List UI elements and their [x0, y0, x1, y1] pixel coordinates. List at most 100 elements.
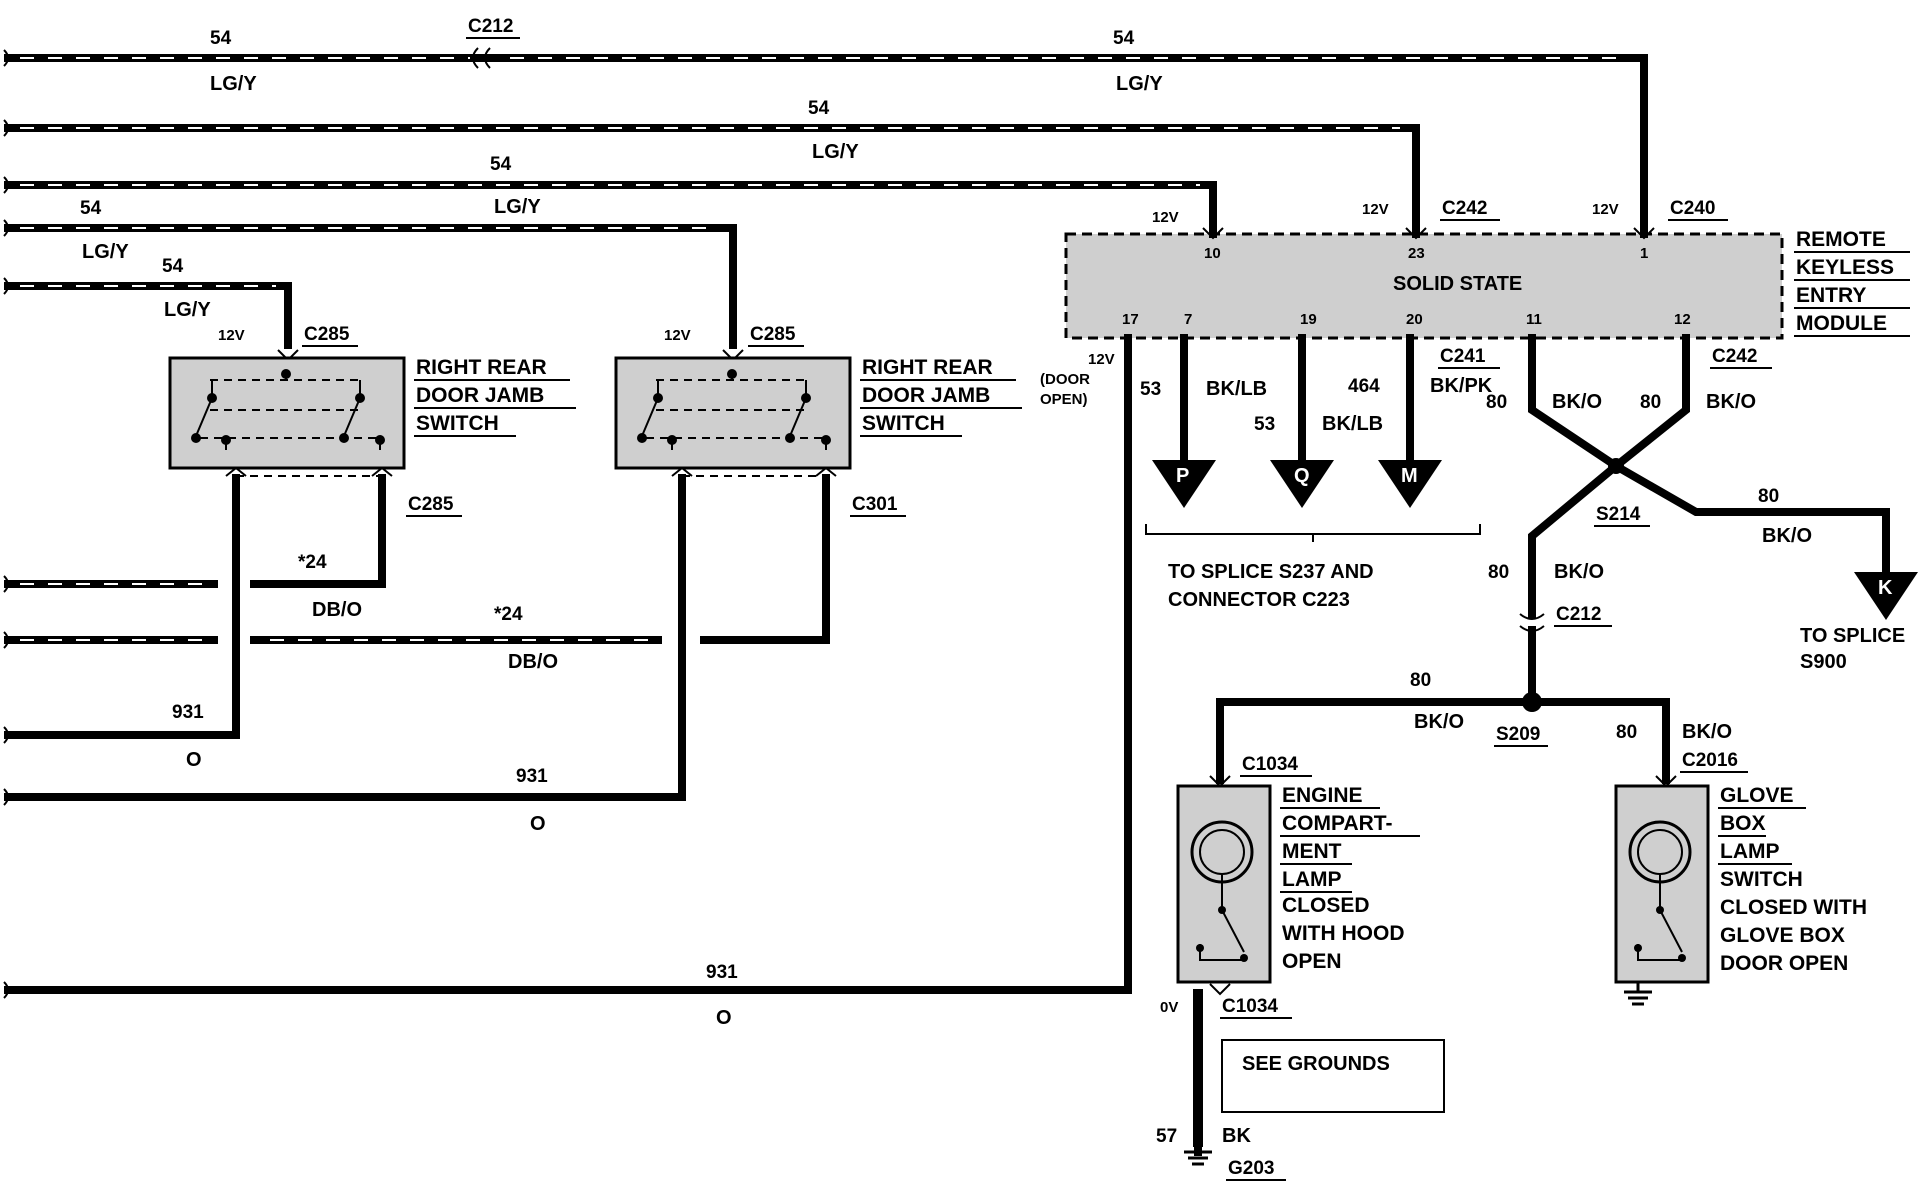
wire-931-door-open	[4, 334, 1132, 994]
wire-label-circuit: 464	[1348, 376, 1380, 397]
see-grounds-label: SEE GROUNDS	[1242, 1053, 1390, 1075]
wire-label-circuit: 80	[1486, 392, 1507, 413]
module-title-line: MODULE	[1796, 312, 1887, 335]
connector-label-c1034: C1034	[1242, 754, 1298, 775]
connector-label-c285: C285	[750, 324, 796, 345]
module-pin-number: 12	[1674, 311, 1691, 328]
lamp-title-line: ENGINE	[1282, 784, 1363, 807]
wire-label-circuit: 931	[516, 766, 548, 787]
wire-931-b	[4, 474, 686, 801]
voltage-label: 12V	[1362, 201, 1389, 218]
remote-keyless-entry-module	[1064, 232, 1784, 340]
connector-label-c1034: C1034	[1222, 996, 1278, 1017]
pin-chevron	[371, 466, 393, 477]
wire-label-circuit: 54	[490, 154, 512, 175]
wire-80-to-engine-lamp	[1216, 698, 1536, 784]
wire-label-circuit: 80	[1410, 670, 1431, 691]
pin-chevron	[1202, 227, 1224, 240]
wire-931-a	[4, 474, 240, 739]
switch-contact	[1634, 944, 1642, 952]
wire-label-color: LG/Y	[1116, 73, 1163, 95]
wire-label-color: BK/LB	[1322, 413, 1383, 435]
wire-label-color: O	[186, 749, 202, 771]
connector-label-c212: C212	[1556, 604, 1601, 625]
module-pin-number: 19	[1300, 311, 1317, 328]
module-title-line: ENTRY	[1796, 284, 1866, 307]
module-pin-number: 20	[1406, 311, 1423, 328]
switch-contact	[1196, 944, 1204, 952]
wire-label-color: BK/O	[1552, 391, 1602, 413]
wire-label-circuit: 57	[1156, 1126, 1177, 1147]
arrow-k-icon	[1854, 572, 1918, 620]
connector-label-c285: C285	[304, 324, 350, 345]
connector-label-c285: C285	[408, 494, 454, 515]
switch-title-line: DOOR JAMB	[862, 384, 990, 407]
wire-80-to-k	[1610, 460, 1890, 582]
arrow-label: P	[1176, 465, 1189, 487]
splice-note-line: S900	[1800, 651, 1847, 673]
arrow-label: M	[1401, 465, 1418, 487]
lamp-title-line: LAMP	[1720, 840, 1780, 863]
wire-label-color: BK/LB	[1206, 378, 1267, 400]
switch-contacts-icon	[191, 369, 385, 450]
voltage-label: 0V	[1160, 999, 1178, 1016]
splice-label-s214: S214	[1596, 504, 1641, 525]
wire-label-circuit: 54	[210, 28, 232, 49]
wire-label-circuit: *24	[298, 552, 327, 573]
switch-contact	[1678, 954, 1686, 962]
engine-compartment-lamp	[1176, 784, 1272, 984]
wire-24-db-o-b	[700, 474, 830, 644]
pin-chevron	[1405, 227, 1427, 240]
switch-title-line: RIGHT REAR	[862, 356, 993, 379]
wire-label-circuit: 80	[1640, 392, 1661, 413]
arrow-q-icon	[1270, 460, 1334, 508]
wire-label-color: LG/Y	[494, 196, 541, 218]
lamp-title-line: GLOVE	[1720, 784, 1794, 807]
wire-label-circuit: 80	[1488, 562, 1509, 583]
wire-80-from-pin11	[1528, 334, 1622, 472]
wire-80-to-c212	[1528, 460, 1622, 618]
module-pin-number: 7	[1184, 311, 1192, 328]
arrow-label: K	[1878, 577, 1893, 599]
wire-label-color: O	[530, 813, 546, 835]
splice-label-s209: S209	[1496, 724, 1540, 745]
wire-label-color: BK/PK	[1430, 375, 1493, 397]
switch-contacts-icon	[637, 369, 831, 450]
pin-chevron	[671, 466, 693, 477]
ground-icon	[1624, 982, 1652, 1006]
connector-label-c242: C242	[1712, 346, 1757, 367]
connector-label-c2016: C2016	[1682, 750, 1738, 771]
switch-contact	[1218, 906, 1226, 914]
wire-texture	[20, 57, 1630, 641]
wire-80-to-glove-lamp	[1528, 698, 1670, 784]
lamp-note-line: WITH HOOD	[1282, 922, 1404, 945]
arrow-p-icon	[1152, 460, 1216, 508]
brace	[1145, 524, 1481, 542]
switch-contact	[1656, 906, 1664, 914]
splice-s209-dot	[1522, 692, 1542, 712]
arrow-m-icon	[1378, 460, 1442, 508]
wire-label-color: LG/Y	[210, 73, 257, 95]
switch-contact	[1240, 954, 1248, 962]
module-pin-number: 23	[1408, 245, 1425, 262]
wire-label-circuit: 54	[808, 98, 830, 119]
switch-title-line: SWITCH	[416, 412, 499, 435]
voltage-label: 12V	[1592, 201, 1619, 218]
switch-title-line: SWITCH	[862, 412, 945, 435]
wire-label-circuit: *24	[494, 604, 523, 625]
connector-label-c241: C241	[1440, 346, 1486, 367]
splice-note-line: TO SPLICE S237 AND	[1168, 561, 1374, 583]
splice-s214-dot	[1608, 458, 1624, 474]
wire-24-db-o-a	[250, 474, 386, 588]
wire-label-color: DB/O	[508, 651, 558, 673]
voltage-label: 12V	[664, 327, 691, 344]
wire-label-circuit: 54	[162, 256, 184, 277]
wire-label-circuit: 80	[1616, 722, 1637, 743]
wire-label-color: BK/O	[1762, 525, 1812, 547]
wire-label-circuit: 53	[1254, 414, 1275, 435]
lamp-title-line: COMPART-	[1282, 812, 1392, 835]
lamp-note-line: GLOVE BOX	[1720, 924, 1845, 947]
connector-label-c301: C301	[852, 494, 898, 515]
wire-label-circuit: 54	[80, 198, 102, 219]
